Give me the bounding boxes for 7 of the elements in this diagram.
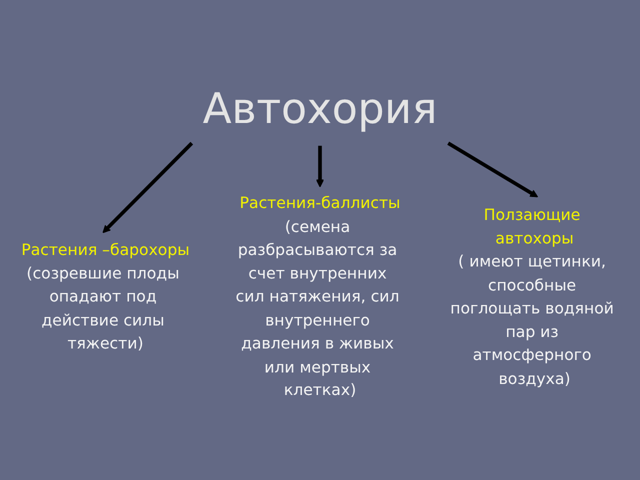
- arrow: [102, 142, 194, 234]
- node-text: Автохория: [202, 83, 438, 133]
- arrow: [447, 142, 538, 198]
- node-text: Растения –барохоры (созревшие плоды опадают под действие силы тяжести): [21, 241, 190, 354]
- node-text: Ползающие автохоры ( имеют щетинки, способные поглощать водяной пар из атмосферного воздуха): [450, 206, 614, 388]
- node-text: Растения-баллисты (семена разбрасываются за счет внутренних сил натяжения, сил внутреннего давления в живых или мертвых клетках): [236, 194, 400, 400]
- arrow: [316, 146, 324, 188]
